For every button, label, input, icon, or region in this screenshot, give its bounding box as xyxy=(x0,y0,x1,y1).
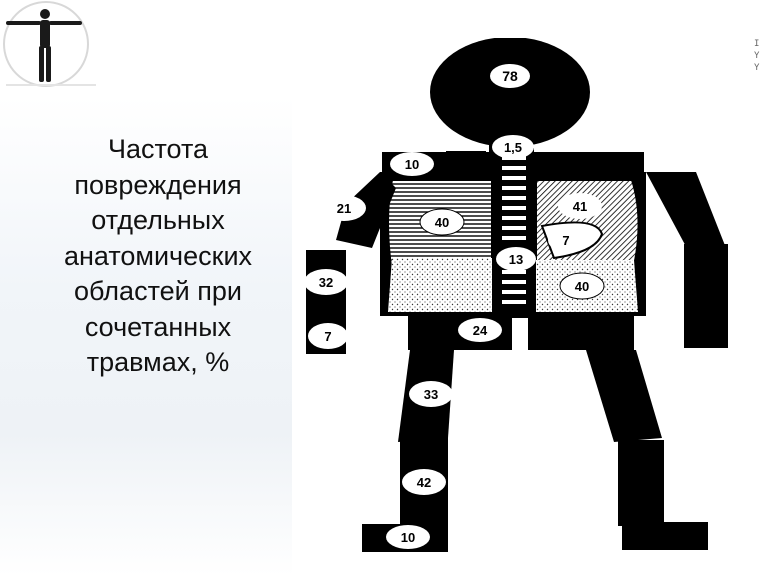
right-upper-arm-shape xyxy=(336,172,396,248)
cropped-text-fragment: I Y Y xyxy=(754,38,768,74)
title-line: отдельных xyxy=(91,205,225,235)
label-right-thigh-text: 33 xyxy=(424,387,438,402)
label-head: 78 xyxy=(490,64,530,88)
label-head-text: 78 xyxy=(502,68,518,84)
label-right-chest-text: 40 xyxy=(435,215,449,230)
label-right-hand-text: 7 xyxy=(324,329,331,344)
label-right-upper-arm: 21 xyxy=(322,195,366,221)
head-shape xyxy=(430,38,590,147)
title-line: сочетанных xyxy=(84,311,232,342)
label-right-shin-text: 42 xyxy=(417,475,431,490)
label-right-shoulder-text: 10 xyxy=(405,157,419,172)
label-right-shoulder: 10 xyxy=(390,152,434,176)
label-right-thigh: 33 xyxy=(409,381,453,407)
pelvis-shape-left xyxy=(528,314,634,350)
slide-title: Частота повреждения отдельных анатомичес… xyxy=(24,132,292,381)
title-line: областей при xyxy=(74,276,242,306)
label-right-foot: 10 xyxy=(386,525,430,549)
label-pelvis-text: 24 xyxy=(473,323,488,338)
label-left-chest: 41 xyxy=(558,193,602,219)
label-spine: 13 xyxy=(496,247,536,271)
left-forearm-shape xyxy=(684,244,728,348)
vitruvian-man-icon xyxy=(0,0,100,96)
title-panel xyxy=(0,96,292,576)
label-right-forearm: 32 xyxy=(304,269,348,295)
label-right-chest: 40 xyxy=(419,208,465,236)
left-shin-shape xyxy=(618,440,664,526)
label-heart-text: 7 xyxy=(562,233,569,248)
label-right-forearm-text: 32 xyxy=(319,275,333,290)
label-neck: 1,5 xyxy=(492,135,534,159)
label-pelvis: 24 xyxy=(458,318,502,342)
label-abdomen-text: 40 xyxy=(575,279,589,294)
label-spine-text: 13 xyxy=(509,252,523,267)
left-foot-shape xyxy=(622,522,708,550)
title-line: Частота xyxy=(107,134,209,164)
label-right-hand: 7 xyxy=(308,323,348,349)
edge-fragment: Y xyxy=(754,63,760,73)
title-line: травмах, % xyxy=(86,347,230,377)
label-neck-text: 1,5 xyxy=(504,140,522,155)
spine-rungs xyxy=(502,156,526,304)
label-right-foot-text: 10 xyxy=(401,530,415,545)
body-diagram: 78 1,5 10 21 40 41 7 13 32 40 7 24 xyxy=(304,38,728,552)
label-abdomen: 40 xyxy=(559,272,605,300)
edge-fragment: Y xyxy=(754,51,760,61)
left-thigh-shape xyxy=(586,350,662,442)
title-line: анатомических xyxy=(63,240,253,271)
title-line: повреждения xyxy=(74,169,242,200)
label-right-shin: 42 xyxy=(402,469,446,495)
label-left-chest-text: 41 xyxy=(573,199,587,214)
left-upper-arm-shape xyxy=(646,172,726,254)
edge-fragment: I xyxy=(754,39,760,49)
label-right-upper-arm-text: 21 xyxy=(337,201,351,216)
abdomen-area xyxy=(388,258,492,312)
label-heart: 7 xyxy=(548,228,584,252)
